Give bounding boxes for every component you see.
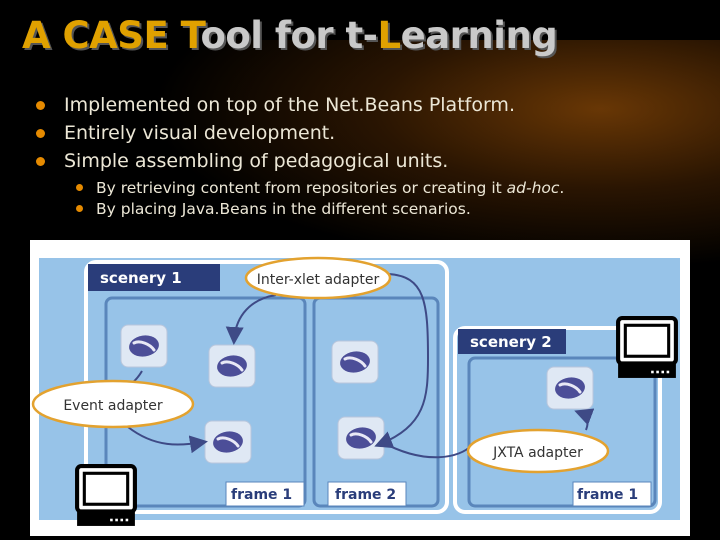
architecture-diagram: scenery 1 frame 1 frame 2 scenery 2 fram…: [30, 240, 690, 536]
slide-title: A CASE Tool for t-Learning: [22, 14, 558, 57]
frame-tab: [572, 481, 652, 507]
java-bean-icon: [120, 324, 168, 368]
jxta-adapter-label: JXTA adapter: [492, 445, 583, 461]
frame-tab: [327, 481, 407, 507]
interxlet-adapter-label: Inter-xlet adapter: [257, 272, 380, 288]
java-bean-icon: [208, 344, 256, 388]
java-bean-icon: [331, 340, 379, 384]
arrow-jxta-to-bean: [574, 408, 595, 431]
jxta-adapter-ellipse: [466, 428, 610, 474]
scenery-1-label: scenery 1: [100, 269, 182, 287]
event-adapter-label: Event adapter: [63, 398, 163, 414]
java-bean-icon: [546, 366, 594, 410]
interxlet-adapter-ellipse: [244, 256, 392, 300]
bullet-dot-icon: [36, 129, 45, 138]
arrow-interxlet-to-bean: [225, 294, 277, 345]
java-bean-icon: [204, 420, 252, 464]
bullet-dot-icon: [76, 205, 83, 212]
monitor-icon: [618, 318, 676, 378]
scenery-2-label: scenery 2: [470, 333, 552, 351]
frame-3-label: frame 1: [577, 487, 638, 503]
bullet-dot-icon: [36, 157, 45, 166]
frame-2-label: frame 2: [335, 487, 396, 503]
frame-tab: [225, 481, 305, 507]
monitor-icon: [77, 466, 135, 526]
java-bean-icon: [337, 416, 385, 460]
scenery-2-tab: [458, 329, 566, 354]
event-adapter-ellipse: [31, 379, 195, 429]
scenery-1-tab: [88, 264, 220, 291]
bullet-dot-icon: [76, 184, 83, 191]
arrow-interxlet-to-frame2: [374, 273, 430, 449]
frame-1-label: frame 1: [231, 487, 292, 503]
arrow-event-to-bean: [127, 426, 208, 454]
frame-panel: [312, 296, 440, 508]
bullet-dot-icon: [36, 101, 45, 110]
